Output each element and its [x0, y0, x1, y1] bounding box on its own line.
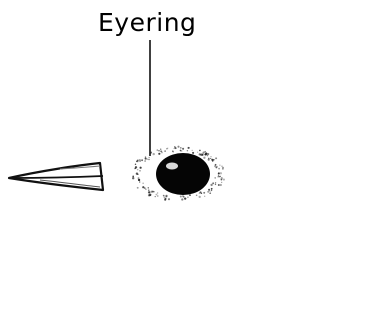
eye-highlight [166, 163, 178, 170]
eyering-label: Eyering [98, 8, 196, 38]
beak [9, 163, 103, 190]
eye [156, 153, 210, 195]
throat-patch [80, 190, 220, 324]
